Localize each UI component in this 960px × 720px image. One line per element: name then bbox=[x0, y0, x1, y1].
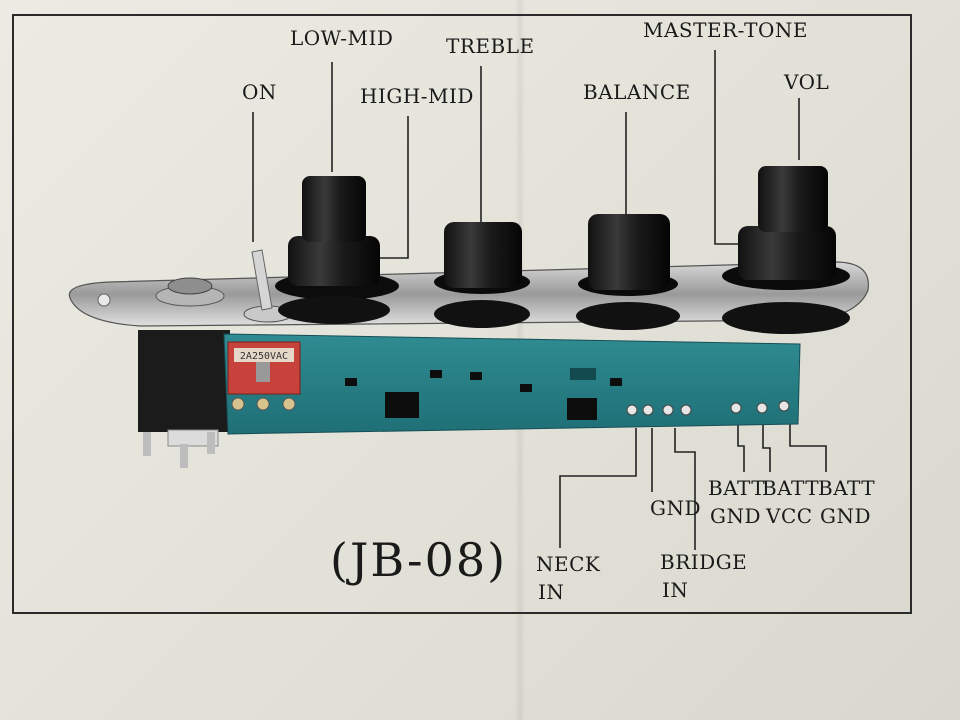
pcb-board bbox=[223, 333, 801, 435]
label-balance: BALANCE bbox=[583, 80, 691, 104]
label-batt-gnd-2-bottom: GND bbox=[820, 504, 872, 528]
label-batt-gnd-1-top: BATT bbox=[708, 476, 766, 500]
pad-gnd bbox=[642, 404, 654, 416]
smd-3 bbox=[470, 372, 482, 380]
label-batt-gnd-1-bottom: GND bbox=[710, 504, 762, 528]
toggle-switch: 2A250VAC bbox=[227, 249, 301, 411]
label-vol: VOL bbox=[784, 70, 830, 94]
op-amp-chip-2 bbox=[567, 398, 597, 420]
smd-4 bbox=[520, 384, 532, 392]
knob-treble-cap bbox=[444, 222, 522, 288]
label-neck-in-top: NECK bbox=[536, 552, 601, 576]
label-batt-vcc-bottom: VCC bbox=[766, 504, 813, 528]
label-low-mid: LOW-MID bbox=[290, 26, 394, 50]
screw-hole-left bbox=[97, 293, 111, 307]
smd-5 bbox=[610, 378, 622, 386]
pad-batt-gnd-1 bbox=[730, 402, 742, 414]
knob-vol-upper bbox=[758, 166, 828, 232]
knob-master-tone-lower bbox=[738, 226, 836, 280]
label-batt-gnd-2-top: BATT bbox=[818, 476, 876, 500]
knob-balance-cap bbox=[588, 214, 670, 290]
label-treble: TREBLE bbox=[446, 34, 535, 58]
leader-batt-vcc bbox=[762, 420, 771, 472]
knob-high-mid-lower bbox=[288, 236, 380, 286]
knob-low-mid-high-mid bbox=[275, 176, 399, 324]
leader-high-mid bbox=[378, 116, 409, 259]
pad-bridge-in-b bbox=[680, 404, 692, 416]
smd-1 bbox=[345, 378, 357, 386]
leader-master-tone bbox=[714, 50, 752, 245]
knob-low-mid-washer bbox=[278, 296, 390, 324]
label-gnd: GND bbox=[650, 496, 702, 520]
leader-bridge-in bbox=[674, 428, 696, 550]
jack-lug-2 bbox=[180, 444, 188, 468]
smd-2 bbox=[430, 370, 442, 378]
label-neck-in-bottom: IN bbox=[538, 580, 565, 604]
label-batt-vcc-top: BATT bbox=[762, 476, 820, 500]
label-bridge-in-bottom: IN bbox=[662, 578, 689, 602]
knob-low-mid-upper bbox=[302, 176, 366, 242]
leader-neck-in bbox=[559, 428, 637, 548]
switch-lever bbox=[251, 249, 273, 311]
diagram-frame bbox=[12, 14, 912, 614]
label-bridge-in-top: BRIDGE bbox=[660, 550, 748, 574]
label-on: ON bbox=[242, 80, 277, 104]
pad-batt-gnd-2 bbox=[778, 400, 790, 412]
op-amp-chip-1 bbox=[385, 392, 419, 418]
leader-batt-gnd-1 bbox=[737, 420, 745, 472]
label-high-mid: HIGH-MID bbox=[360, 84, 474, 108]
switch-rating-text: 2A250VAC bbox=[240, 351, 288, 362]
knob-treble bbox=[434, 222, 530, 328]
leader-batt-gnd-2 bbox=[789, 420, 827, 472]
switch-lug-3 bbox=[282, 397, 296, 411]
switch-cap bbox=[256, 362, 270, 382]
smd-component bbox=[570, 368, 596, 380]
pad-neck-in bbox=[626, 404, 638, 416]
jack-lug-3 bbox=[207, 432, 215, 454]
pad-bridge-in-a bbox=[662, 404, 674, 416]
knob-treble-washer bbox=[434, 300, 530, 328]
knob-vol-master-tone bbox=[722, 166, 850, 334]
knob-balance-washer bbox=[576, 302, 680, 330]
knob-balance bbox=[576, 214, 680, 330]
model-number: (JB-08) bbox=[330, 533, 508, 587]
switch-lug-1 bbox=[231, 397, 245, 411]
leader-lines bbox=[252, 50, 827, 550]
solder-pads bbox=[626, 400, 790, 416]
output-jack bbox=[138, 277, 230, 468]
jack-socket bbox=[167, 277, 213, 295]
pcb-components bbox=[345, 368, 622, 420]
jack-lug-1 bbox=[143, 432, 151, 456]
jack-terminal bbox=[167, 429, 219, 447]
knob-vol-washer bbox=[722, 302, 850, 334]
label-master-tone: MASTER-TONE bbox=[643, 18, 809, 42]
switch-lug-2 bbox=[256, 397, 270, 411]
jack-body bbox=[138, 330, 230, 432]
pad-batt-vcc bbox=[756, 402, 768, 414]
switch-rating-label-bg bbox=[234, 348, 294, 362]
